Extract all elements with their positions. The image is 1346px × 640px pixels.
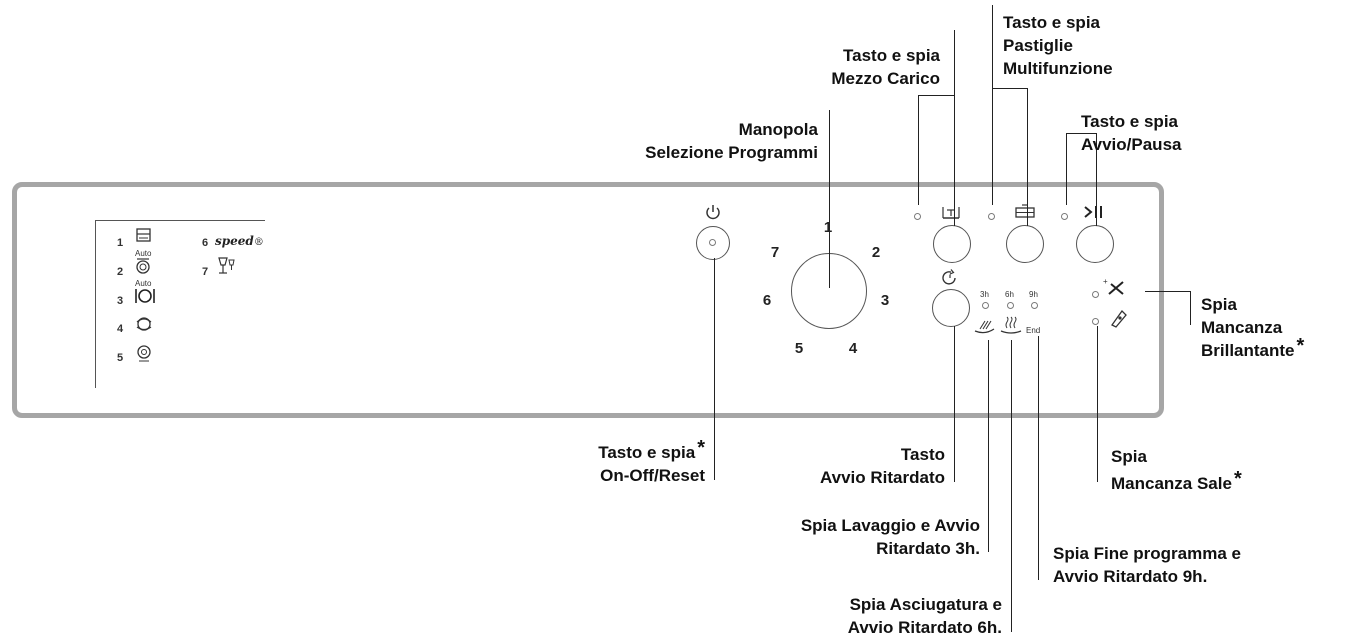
label-on-off-reset: Tasto e spia* On-Off/Reset — [598, 437, 705, 485]
end-label: End — [1026, 326, 1041, 335]
leader-half-load-branch — [918, 95, 954, 97]
knob-position-1: 1 — [823, 219, 833, 236]
program-number-2: 2 — [117, 266, 124, 278]
knob-position-6: 6 — [762, 292, 772, 309]
leader-delay-start — [954, 326, 956, 482]
end-delay-9h-light — [1031, 302, 1038, 309]
rinse-aid-indicator-light — [1092, 291, 1099, 298]
washing-phase-icon — [974, 320, 995, 334]
delay-start-button[interactable] — [932, 289, 970, 327]
leader-half-load-led — [918, 95, 920, 205]
label-delay-start: Tasto Avvio Ritardato — [819, 445, 945, 487]
start-pause-button[interactable] — [1076, 225, 1114, 263]
leader-start-button — [1096, 133, 1098, 226]
leader-dry-6h — [1011, 340, 1013, 632]
start-pause-indicator-light — [1061, 213, 1068, 220]
wash-delay-3h-light — [982, 302, 989, 309]
half-load-icon — [942, 207, 960, 219]
leader-tablet-led — [992, 5, 994, 205]
salt-icon — [1111, 309, 1127, 328]
power-icon — [706, 205, 720, 220]
soak-program-icon — [137, 345, 151, 362]
program-number-4: 4 — [117, 323, 124, 335]
program-number-5: 5 — [117, 352, 124, 364]
label-salt-warning: Spia Mancanza Sale* — [1111, 447, 1242, 493]
delay-3h-label: 3h — [980, 290, 989, 299]
svg-text:+: + — [1103, 277, 1108, 286]
leader-start-led — [1066, 133, 1068, 205]
leader-on-off — [714, 258, 716, 480]
eco-program-icon — [136, 317, 152, 331]
label-half-load: Tasto e spia Mezzo Carico — [831, 46, 940, 88]
salt-indicator-light — [1092, 318, 1099, 325]
auto-label-2: Auto — [135, 279, 152, 288]
half-load-button[interactable] — [933, 225, 971, 263]
tablet-indicator-light — [988, 213, 995, 220]
speed-program-label: speed® — [215, 234, 264, 248]
knob-position-7: 7 — [770, 244, 780, 261]
delay-9h-label: 9h — [1029, 290, 1038, 299]
leader-tablet-branch — [992, 88, 1027, 90]
leader-start-branch — [1066, 133, 1096, 135]
leader-knob — [829, 110, 831, 288]
delay-timer-icon — [942, 269, 956, 285]
label-program-selector: Manopola Selezione Programmi — [645, 120, 818, 162]
label-wash-delay-3h: Spia Lavaggio e Avvio Ritardato 3h. — [800, 516, 980, 558]
program-number-6: 6 — [202, 237, 209, 249]
label-dry-delay-6h: Spia Asciugatura e Avvio Ritardato 6h. — [847, 595, 1002, 637]
leader-end-9h — [1038, 336, 1040, 580]
program-legend-bracket-top — [95, 220, 265, 222]
play-pause-icon — [1084, 206, 1102, 218]
leader-salt — [1097, 326, 1099, 482]
multifunction-tablet-button[interactable] — [1006, 225, 1044, 263]
leader-wash-3h — [988, 340, 990, 552]
label-rinse-aid-warning: Spia Mancanza Brillantante* — [1201, 295, 1305, 360]
label-end-delay-9h: Spia Fine programma e Avvio Ritardato 9h… — [1053, 544, 1241, 586]
leader-tablet-button — [1027, 88, 1029, 226]
dry-delay-6h-light — [1007, 302, 1014, 309]
program-number-7: 7 — [202, 266, 209, 278]
label-multifunction-tablet: Tasto e spia Pastiglie Multifunzione — [1003, 13, 1113, 78]
program-legend-bracket — [95, 220, 97, 388]
knob-position-3: 3 — [880, 292, 890, 309]
auto-normal-program-icon — [136, 258, 150, 274]
control-panel — [12, 182, 1164, 418]
program-number-3: 3 — [117, 295, 124, 307]
multifunction-tablet-icon — [1015, 204, 1035, 218]
knob-position-2: 2 — [871, 244, 881, 261]
delay-6h-label: 6h — [1005, 290, 1014, 299]
on-off-reset-button[interactable] — [696, 226, 730, 260]
leader-half-load — [954, 30, 956, 226]
half-load-indicator-light — [914, 213, 921, 220]
leader-rinse-aid — [1145, 291, 1190, 293]
rinse-aid-icon: + — [1103, 277, 1124, 295]
auto-intensive-program-icon — [136, 228, 151, 242]
program-number-1: 1 — [117, 237, 124, 249]
knob-position-4: 4 — [848, 340, 858, 357]
label-start-pause: Tasto e spia Avvio/Pausa — [1081, 112, 1182, 154]
knob-position-5: 5 — [794, 340, 804, 357]
leader-rinse-aid-drop — [1190, 291, 1192, 325]
drying-phase-icon — [1000, 316, 1022, 334]
on-off-indicator-light — [709, 239, 716, 246]
daily-program-icon — [135, 289, 155, 303]
auto-label-1: Auto — [135, 249, 152, 258]
crystal-program-icon — [218, 257, 235, 274]
